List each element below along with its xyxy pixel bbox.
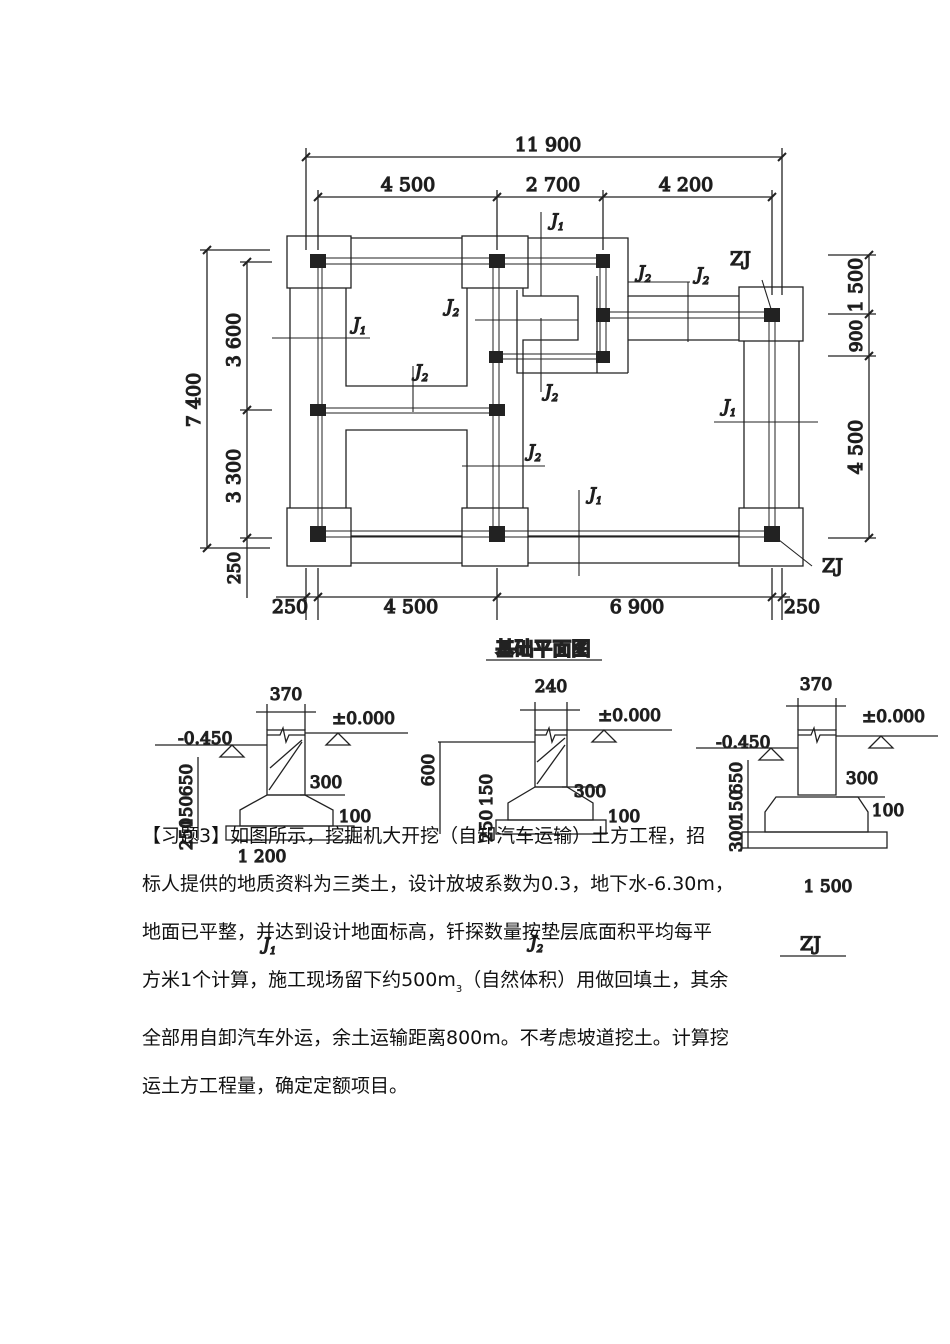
label-zj-bottom: ZJ bbox=[822, 555, 843, 577]
zj-width: 1 500 bbox=[804, 877, 853, 897]
j2-h3: 250 bbox=[477, 810, 497, 842]
dim-right-seg1: 1 500 bbox=[845, 258, 867, 312]
problem-line-5: 全部用自卸汽车外运，余土运输距离800m。不考虑坡道挖土。计算挖 bbox=[142, 1027, 729, 1049]
label-j1-bottom: J1 bbox=[586, 485, 602, 507]
dim-bottom-left: 250 bbox=[272, 596, 308, 618]
label-j2-c: J2 bbox=[443, 297, 459, 319]
problem-line-1: 【习题3】如图所示，挖掘机大开挖（自卸汽车运输）土方工程，招 bbox=[142, 825, 706, 847]
dim-overall-width: 11 900 bbox=[515, 134, 581, 156]
plan-caption: 基础平面图 bbox=[494, 637, 590, 660]
problem-text: 【习题3】如图所示，挖掘机大开挖（自卸汽车运输）土方工程，招 标人提供的地质资料… bbox=[142, 812, 822, 1110]
column-pads bbox=[310, 254, 780, 542]
problem-line-4a: 方米1个计算，施工现场留下约500m bbox=[142, 969, 456, 991]
label-j1-top: J1 bbox=[548, 211, 564, 233]
j2-zero-level: ±0.000 bbox=[598, 706, 661, 726]
dim-left-seg1: 3 600 bbox=[223, 313, 245, 367]
section-cut-lines bbox=[272, 212, 818, 576]
j1-step: 300 bbox=[310, 773, 342, 793]
dim-bottom-seg2: 6 900 bbox=[610, 596, 664, 618]
wall-centerlines bbox=[317, 257, 776, 538]
problem-line-3: 地面已平整，并达到设计地面标高，钎探数量按垫层底面积平均每平 bbox=[142, 921, 713, 943]
j1-h1: 650 bbox=[177, 764, 197, 796]
section-j2: 240 ±0.000 600 150 250 300 100 J2 bbox=[418, 676, 672, 956]
zj-h3: 300 bbox=[727, 820, 747, 852]
j1-name: J1 bbox=[260, 935, 276, 957]
zj-offset: 100 bbox=[872, 801, 904, 821]
section-zj: 370 -0.450 ±0.000 650 150 300 300 100 1 … bbox=[696, 674, 938, 957]
zj-ground-level: -0.450 bbox=[716, 733, 770, 753]
dim-left-seg2: 3 300 bbox=[223, 449, 245, 503]
j2-h2: 150 bbox=[477, 774, 497, 806]
j2-h1: 600 bbox=[419, 754, 439, 786]
plan-dimensions bbox=[200, 148, 876, 620]
zj-name: ZJ bbox=[800, 933, 821, 955]
j1-h2: 150 bbox=[177, 796, 197, 828]
dimension-ticks bbox=[202, 152, 874, 602]
dim-bottom-seg1: 4 500 bbox=[384, 596, 438, 618]
j2-step: 300 bbox=[574, 782, 606, 802]
label-j2-f: J2 bbox=[525, 442, 541, 464]
j2-offset: 100 bbox=[608, 807, 640, 827]
section-j1: 370 -0.450 ±0.000 650 150 250 300 100 1 … bbox=[155, 684, 408, 958]
label-j2-a: J2 bbox=[635, 263, 651, 285]
j1-wall-dim: 370 bbox=[270, 685, 302, 705]
foundation-drawing: 11 900 4 500 2 700 4 200 7 400 3 600 3 3… bbox=[155, 133, 938, 958]
label-zj-top: ZJ bbox=[730, 248, 751, 270]
j2-wall-dim: 240 bbox=[535, 677, 567, 697]
problem-line-4: 方米1个计算，施工现场留下约500m3（自然体积）用做回填土，其余 bbox=[142, 956, 822, 1014]
dim-top-seg3: 4 200 bbox=[659, 174, 713, 196]
j1-h3: 250 bbox=[177, 818, 197, 850]
label-j1-left: J1 bbox=[350, 315, 366, 337]
j1-width: 1 200 bbox=[238, 847, 287, 867]
cubic-superscript: 3 bbox=[455, 984, 463, 995]
dim-left-bottom: 250 bbox=[225, 552, 245, 584]
dim-right-seg2: 900 bbox=[847, 320, 867, 352]
dim-bottom-right: 250 bbox=[784, 596, 820, 618]
zj-step: 300 bbox=[846, 769, 878, 789]
label-j2-b: J2 bbox=[693, 265, 709, 287]
j1-zero-level: ±0.000 bbox=[332, 709, 395, 729]
label-j2-e: J2 bbox=[542, 382, 558, 404]
problem-line-2: 标人提供的地质资料为三类土，设计放坡系数为0.3，地下水-6.30m， bbox=[142, 873, 734, 895]
plan-labels: J1 J2 J2 ZJ J2 J1 J2 J2 J1 J2 J1 ZJ bbox=[349, 210, 843, 577]
zj-zero-level: ±0.000 bbox=[862, 707, 925, 727]
label-j1-right: J1 bbox=[720, 397, 736, 419]
zj-h1: 650 bbox=[727, 762, 747, 794]
label-j2-d: J2 bbox=[412, 362, 428, 384]
dim-left-overall: 7 400 bbox=[183, 373, 205, 427]
dim-right-seg3: 4 500 bbox=[845, 420, 867, 474]
j1-ground-level: -0.450 bbox=[178, 729, 232, 749]
dim-top-seg1: 4 500 bbox=[381, 174, 435, 196]
zj-h2: 150 bbox=[727, 790, 747, 822]
j1-offset: 100 bbox=[339, 807, 371, 827]
plan-dimension-text: 11 900 4 500 2 700 4 200 7 400 3 600 3 3… bbox=[182, 133, 867, 618]
problem-line-4b: （自然体积）用做回填土，其余 bbox=[462, 969, 729, 991]
problem-line-6: 运土方工程量，确定定额项目。 bbox=[142, 1075, 409, 1097]
dim-top-seg2: 2 700 bbox=[526, 174, 580, 196]
j2-name: J2 bbox=[527, 933, 543, 955]
zj-wall-dim: 370 bbox=[800, 675, 832, 695]
